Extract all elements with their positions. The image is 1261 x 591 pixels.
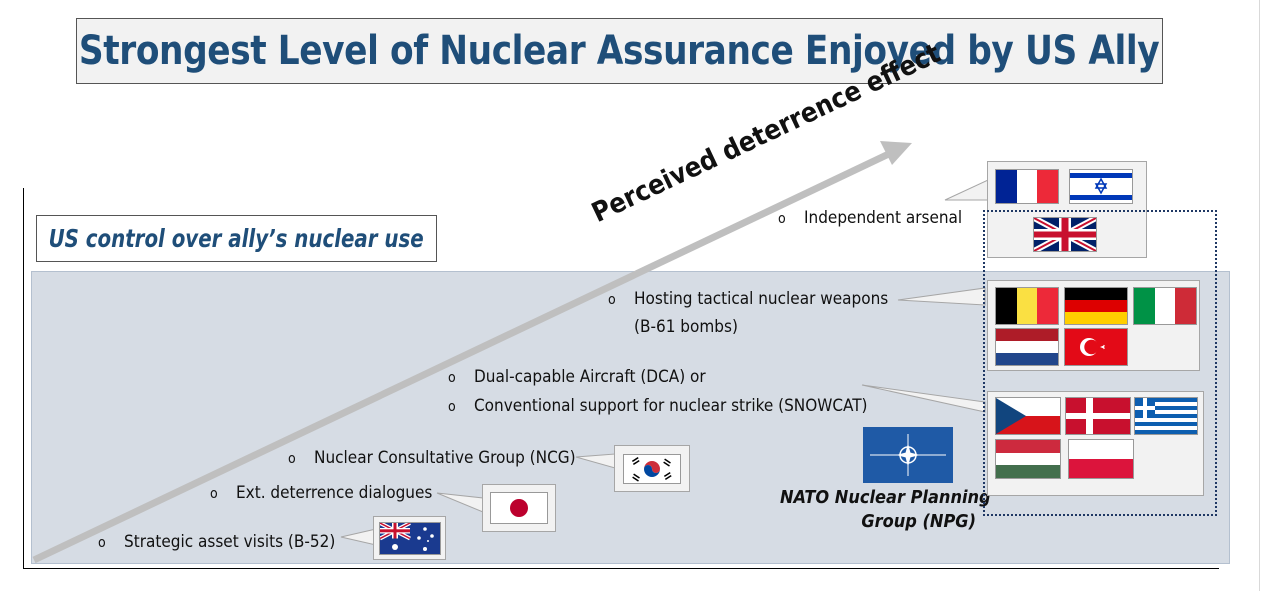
item-label: Independent arsenal — [804, 208, 963, 228]
item-strategic-asset-visits: o Strategic asset visits (B-52) — [98, 532, 335, 552]
denmark-flag — [1065, 397, 1131, 435]
item-label: Nuclear Consultative Group (NCG) — [314, 448, 576, 468]
bullet: o — [210, 486, 218, 502]
czech-republic-flag — [995, 397, 1061, 435]
korea-callout — [614, 445, 690, 492]
nato-flag — [863, 427, 953, 483]
item-hosting-line2: (B-61 bombs) — [634, 317, 738, 337]
item-dca: o Dual-capable Aircraft (DCA) or — [448, 367, 706, 387]
bullet: o — [448, 370, 456, 386]
bullet: o — [448, 399, 456, 415]
us-control-label: US control over ally’s nuclear use — [48, 224, 425, 253]
france-flag — [995, 169, 1059, 204]
hosting-callout — [987, 280, 1200, 371]
item-label: Dual-capable Aircraft (DCA) or — [474, 367, 706, 387]
deterrence-arrow-head — [880, 141, 912, 165]
hungary-flag — [995, 439, 1061, 479]
united-kingdom-flag — [1033, 217, 1097, 252]
callout-tail-hosting — [897, 287, 986, 306]
bullet: o — [778, 211, 786, 227]
nato-nuclear-sharing-group-outline — [983, 210, 1217, 516]
japan-flag — [490, 492, 548, 524]
dca-callout — [987, 391, 1204, 496]
bullet: o — [608, 292, 616, 308]
italy-flag — [1133, 287, 1197, 325]
callout-tail-japan — [436, 492, 484, 513]
poland-flag — [1068, 439, 1134, 479]
greece-flag — [1134, 397, 1198, 435]
netherlands-flag — [995, 328, 1059, 366]
belgium-flag — [995, 287, 1059, 325]
australia-flag — [379, 522, 441, 555]
germany-flag — [1064, 287, 1128, 325]
deterrence-arrow-shaft — [32, 148, 895, 564]
x-axis-line — [23, 568, 1219, 569]
callout-tail-dca — [861, 384, 986, 413]
callout-tail-australia — [340, 528, 377, 546]
independent-arsenal-callout — [987, 161, 1147, 258]
callout-tail-korea — [575, 453, 616, 469]
japan-callout — [482, 484, 556, 532]
australia-callout — [373, 516, 446, 560]
item-label: Conventional support for nuclear strike … — [474, 396, 868, 416]
bullet: o — [288, 451, 296, 467]
turkey-flag — [1064, 328, 1128, 366]
nato-label-line1: NATO Nuclear Planning — [780, 487, 991, 508]
nato-label-line2: Group (NPG) — [861, 511, 976, 532]
page-title: Strongest Level of Nuclear Assurance Enj… — [79, 28, 1160, 74]
nato-npg-label: NATO Nuclear Planning Group (NPG) — [780, 486, 991, 534]
item-ext-deterrence: o Ext. deterrence dialogues — [210, 483, 432, 503]
south-korea-flag — [623, 454, 681, 484]
callout-tail-independent — [944, 179, 989, 201]
item-ncg: o Nuclear Consultative Group (NCG) — [288, 448, 576, 468]
item-label: Strategic asset visits (B-52) — [124, 532, 336, 552]
title-box: Strongest Level of Nuclear Assurance Enj… — [76, 18, 1163, 84]
item-hosting: o Hosting tactical nuclear weapons — [608, 289, 888, 309]
item-snowcat: o Conventional support for nuclear strike… — [448, 396, 868, 416]
us-control-box: US control over ally’s nuclear use — [36, 215, 437, 262]
y-axis-line — [23, 188, 24, 569]
item-label: Ext. deterrence dialogues — [236, 483, 433, 503]
item-label: Hosting tactical nuclear weapons — [634, 289, 889, 309]
israel-flag — [1069, 169, 1133, 204]
right-divider — [1259, 0, 1260, 591]
bullet: o — [98, 535, 106, 551]
item-independent: o Independent arsenal — [778, 208, 962, 228]
